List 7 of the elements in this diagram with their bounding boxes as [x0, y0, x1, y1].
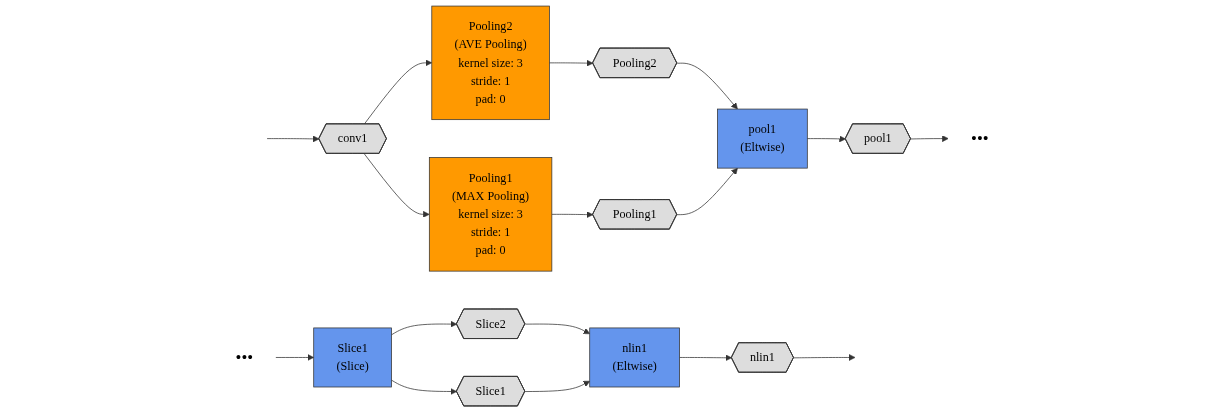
node-box: nlin1 (Eltwise) [589, 327, 680, 388]
node-text: ••• [235, 348, 253, 367]
node-box: Pooling2 (AVE Pooling) kernel size: 3 stride: 1 pad: 0 [431, 5, 550, 121]
node-box: Slice1 (Slice) [313, 327, 392, 388]
node-box: pool1 (Eltwise) [716, 108, 808, 169]
node-box: Pooling1 (MAX Pooling) kernel size: 3 stride: 1 pad: 0 [428, 157, 553, 272]
node-text: ••• [970, 129, 989, 149]
